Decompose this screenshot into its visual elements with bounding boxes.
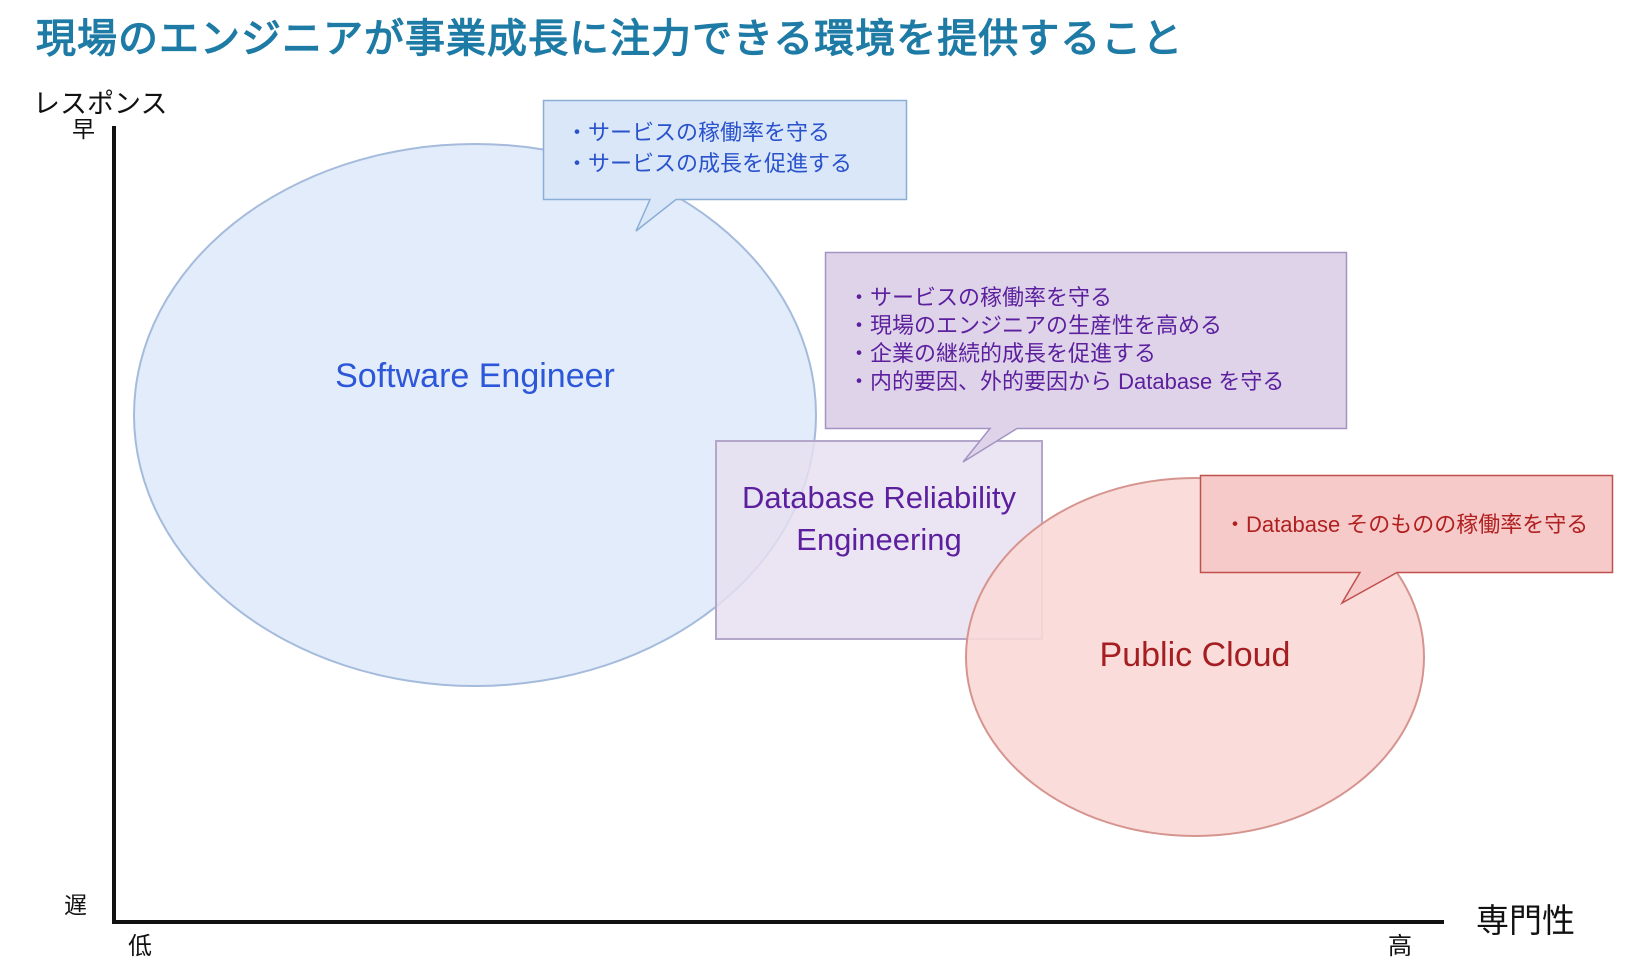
software-callout-shape bbox=[542, 99, 908, 232]
public-cloud-callout-bubble bbox=[1199, 474, 1614, 605]
y-axis-max-label: 早 bbox=[72, 116, 95, 142]
dre-callout-line: ・内的要因、外的要因から Database を守る bbox=[848, 369, 1285, 394]
x-axis-line bbox=[112, 920, 1444, 924]
public-cloud-callout-line: ・Database そのものの稼働率を守る bbox=[1224, 512, 1589, 537]
page-title: 現場のエンジニアが事業成長に注力できる環境を提供すること bbox=[36, 17, 1184, 61]
dre-label-line2: Engineering bbox=[796, 522, 962, 557]
dre-callout-bubble bbox=[824, 251, 1348, 463]
software-engineer-ellipse bbox=[133, 143, 817, 687]
y-axis-line bbox=[112, 126, 116, 922]
dre-callout-line: ・現場のエンジニアの生産性を高める bbox=[848, 313, 1223, 338]
x-axis-label: 専門性 bbox=[1476, 902, 1575, 939]
dre-callout-shape bbox=[824, 251, 1348, 463]
dre-callout-text: ・サービスの稼働率を守る ・現場のエンジニアの生産性を高める ・企業の継続的成長… bbox=[848, 284, 1284, 396]
software-callout-line: ・サービスの稼働率を守る bbox=[566, 120, 831, 145]
public-cloud-callout-text: ・Database そのものの稼働率を守る bbox=[1224, 510, 1588, 540]
x-axis-min-label: 低 bbox=[128, 933, 152, 960]
x-axis-max-label: 高 bbox=[1388, 933, 1412, 960]
dre-label-line1: Database Reliability bbox=[742, 480, 1016, 515]
y-axis-label: レスポンス bbox=[33, 89, 168, 119]
y-axis-min-label: 遅 bbox=[64, 892, 87, 918]
public-cloud-callout-shape bbox=[1199, 474, 1614, 605]
software-engineer-label: Software Engineer bbox=[335, 357, 615, 395]
dre-callout-line: ・企業の継続的成長を促進する bbox=[848, 341, 1157, 366]
dre-label: Database Reliability Engineering bbox=[715, 477, 1043, 561]
software-callout-line: ・サービスの成長を促進する bbox=[566, 151, 853, 176]
software-callout-bubble bbox=[542, 99, 908, 232]
software-callout-text: ・サービスの稼働率を守る ・サービスの成長を促進する bbox=[566, 117, 852, 179]
dre-callout-line: ・サービスの稼働率を守る bbox=[848, 285, 1113, 310]
public-cloud-label: Public Cloud bbox=[1099, 636, 1291, 674]
